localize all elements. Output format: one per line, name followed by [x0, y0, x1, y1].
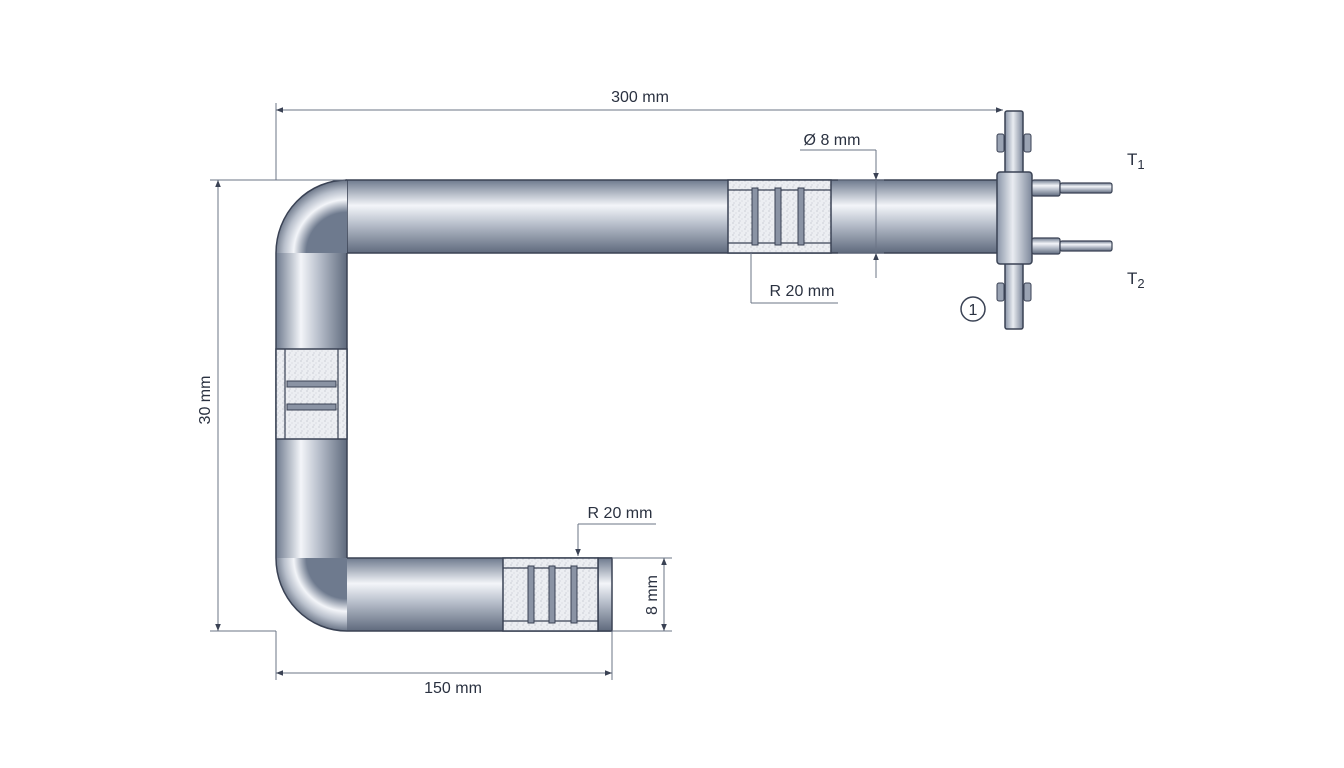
- label-end-size: 8 mm: [644, 575, 661, 615]
- flange-bolt: [996, 282, 1032, 302]
- label-overall-height: 30 mm: [197, 376, 214, 425]
- callout-marker: 1: [960, 296, 986, 322]
- dimension-bend-radius-top: [750, 253, 838, 304]
- dimension-end-size: [612, 557, 672, 632]
- dimension-tube-diameter: [800, 149, 884, 278]
- dimension-bottom-length: [275, 631, 613, 680]
- tube: [275, 179, 1001, 632]
- insulator-sleeve-bottom: [502, 557, 599, 632]
- terminal-label-t1: T1: [1127, 150, 1145, 172]
- mounting-flange: [996, 110, 1033, 330]
- tube-top-run: [346, 179, 1001, 254]
- label-bend-radius-bottom: R 20 mm: [588, 505, 653, 522]
- dimension-overall-height: [210, 179, 345, 632]
- dimension-overall-length: [275, 103, 1003, 180]
- insulator-sleeve-top: [727, 179, 832, 254]
- svg-text:1: 1: [969, 302, 978, 319]
- dimension-bend-radius-bottom: [575, 523, 656, 556]
- terminal-pin-t2: [1031, 237, 1113, 255]
- insulator-sleeve-middle: [275, 348, 348, 440]
- terminal-label-t2: T2: [1127, 269, 1145, 291]
- flange-bolt: [996, 133, 1032, 153]
- label-bottom-length: 150 mm: [424, 680, 482, 697]
- terminal-pin-t1: [1031, 179, 1113, 197]
- label-overall-length: 300 mm: [611, 89, 669, 106]
- label-bend-radius-top: R 20 mm: [770, 283, 835, 300]
- tube-end-cap: [597, 557, 613, 632]
- label-tube-diameter: Ø 8 mm: [804, 132, 861, 149]
